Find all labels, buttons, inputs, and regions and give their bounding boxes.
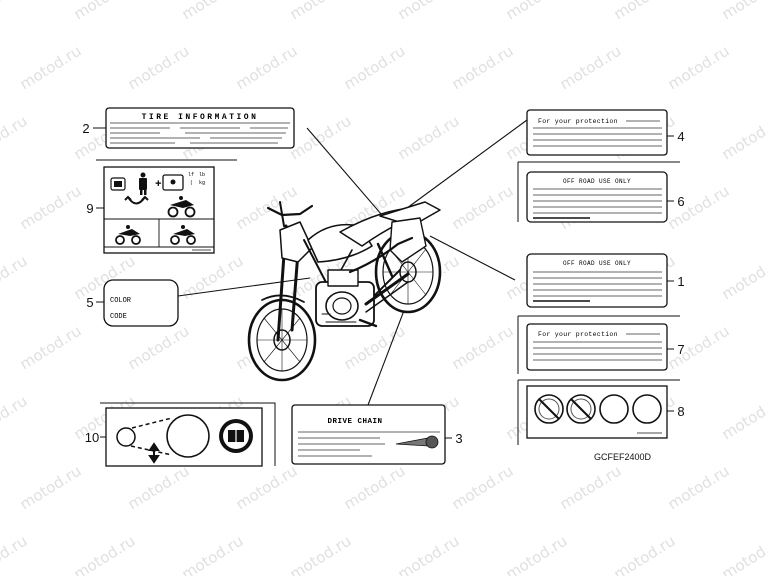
callout-3: 3 xyxy=(455,431,462,446)
watermark-text: motod.ru xyxy=(0,392,30,444)
drive-chain-label: 3 DRIVE CHAIN xyxy=(291,404,463,465)
watermark-text: motod.ru xyxy=(719,392,768,444)
callout-5: 5 xyxy=(86,295,93,310)
watermark-text: motod.ru xyxy=(719,532,768,576)
drive-chain-title: DRIVE CHAIN xyxy=(327,418,382,426)
protection-bottom-text: For your protection xyxy=(538,331,618,338)
diagram-code: GCFEF2400D xyxy=(594,452,652,462)
watermark-text: motod.ru xyxy=(719,0,768,23)
right-column-separators xyxy=(517,161,680,445)
watermark-text: motod.ru xyxy=(341,42,409,94)
owners-manual-icon xyxy=(110,177,126,191)
callout-8: 8 xyxy=(677,404,684,419)
watermark-text: motod.ru xyxy=(17,42,85,94)
protection-top-text: For your protection xyxy=(538,118,618,125)
callout-7: 7 xyxy=(677,342,684,357)
watermark-text: motod.ru xyxy=(719,112,768,164)
watermark-text: motod.ru xyxy=(665,182,733,234)
callout-1: 1 xyxy=(677,274,684,289)
chain-icon xyxy=(395,435,439,449)
tire-information-title: TIRE INFORMATION xyxy=(142,113,259,122)
rider-pictograms-label: 9 + lb kg lf ( xyxy=(86,159,237,254)
color-code-line2: CODE xyxy=(110,313,127,321)
weight-unit-lb: lb xyxy=(199,172,205,178)
watermark-text: motod.ru xyxy=(665,42,733,94)
watermark-text: motod.ru xyxy=(341,462,409,514)
color-code-label: 5 COLOR CODE xyxy=(86,279,179,327)
callout-4: 4 xyxy=(677,129,684,144)
leader-lines xyxy=(177,119,528,406)
watermark-text: motod.ru xyxy=(0,532,30,576)
svg-text:+: + xyxy=(155,179,162,191)
motorcycle-pictogram-icon xyxy=(115,225,141,245)
callout-10: 10 xyxy=(85,430,99,445)
chain-adjustment-label: 10 xyxy=(85,402,276,467)
rider-icon xyxy=(139,172,147,195)
watermark-text: motod.ru xyxy=(17,322,85,374)
cargo-icon xyxy=(162,174,184,191)
watermark-text: motod.ru xyxy=(449,462,517,514)
callout-6: 6 xyxy=(677,194,684,209)
watermark-text: motod.ru xyxy=(233,42,301,94)
watermark-text: motod.ru xyxy=(179,252,247,304)
adjust-arrow-icon xyxy=(148,442,160,464)
no-passenger-icon xyxy=(534,394,564,424)
watermark-text: motod.ru xyxy=(125,322,193,374)
watermark-text: motod.ru xyxy=(665,322,733,374)
motorcycle-pictogram-icon xyxy=(170,225,196,245)
color-code-line1: COLOR xyxy=(110,297,132,305)
watermark-text: motod.ru xyxy=(125,42,193,94)
watermark-text: motod.ru xyxy=(71,0,139,23)
svg-text:(: ( xyxy=(190,180,193,186)
watermark-text: motod.ru xyxy=(0,112,30,164)
motorcycle-illustration xyxy=(247,201,442,382)
watermark-text: motod.ru xyxy=(449,322,517,374)
protection-label-bottom: 7 For your protection xyxy=(526,323,685,371)
off-road-middle-text: OFF ROAD USE ONLY xyxy=(563,260,631,267)
watermark-text: motod.ru xyxy=(611,532,679,576)
watermark-text: motod.ru xyxy=(341,322,409,374)
warning-circles-label: 8 xyxy=(526,385,685,439)
svg-text:lf: lf xyxy=(188,172,194,178)
callout-2: 2 xyxy=(82,121,89,136)
tire-information-label: 2 TIRE INFORMATION xyxy=(82,107,295,149)
off-road-top-text: OFF ROAD USE ONLY xyxy=(563,178,631,185)
watermark-text: motod.ru xyxy=(611,0,679,23)
watermark-text: motod.ru xyxy=(179,0,247,23)
watermark-text: motod.ru xyxy=(449,182,517,234)
off-road-label-middle: 1 OFF ROAD USE ONLY xyxy=(526,253,685,308)
watermark-text: motod.ru xyxy=(395,112,463,164)
watermark-text: motod.ru xyxy=(503,0,571,23)
watermark-text: motod.ru xyxy=(287,532,355,576)
watermark-text: motod.ru xyxy=(71,532,139,576)
watermark-text: motod.ru xyxy=(449,42,517,94)
motorcycle-pictogram-icon xyxy=(167,196,196,218)
watermark-text: motod.ru xyxy=(287,112,355,164)
watermark-text: motod.ru xyxy=(719,252,768,304)
callout-9: 9 xyxy=(86,201,93,216)
watermark-text: motod.ru xyxy=(125,462,193,514)
protection-label-top: 4 For your protection xyxy=(526,109,685,156)
watermark-text: motod.ru xyxy=(287,0,355,23)
watermark-text: motod.ru xyxy=(557,462,625,514)
watermark-text: motod.ru xyxy=(395,0,463,23)
tire-pressure-icon xyxy=(124,195,149,205)
weight-unit-kg: kg xyxy=(199,180,205,186)
watermark-text: motod.ru xyxy=(0,252,30,304)
watermark-text: motod.ru xyxy=(665,462,733,514)
watermark-text: motod.ru xyxy=(179,532,247,576)
no-highway-icon xyxy=(566,394,596,424)
age-warning-icon xyxy=(632,394,662,424)
off-road-label-top: 6 OFF ROAD USE ONLY xyxy=(526,171,685,223)
owners-manual-icon xyxy=(219,419,253,453)
watermark-text: motod.ru xyxy=(0,0,30,23)
watermark-text: motod.ru xyxy=(395,532,463,576)
watermark-text: motod.ru xyxy=(557,42,625,94)
watermark-text: motod.ru xyxy=(17,182,85,234)
watermark-text: motod.ru xyxy=(503,532,571,576)
watermark-text: motod.ru xyxy=(233,462,301,514)
helmet-icon xyxy=(599,394,629,424)
watermark-text: motod.ru xyxy=(17,462,85,514)
